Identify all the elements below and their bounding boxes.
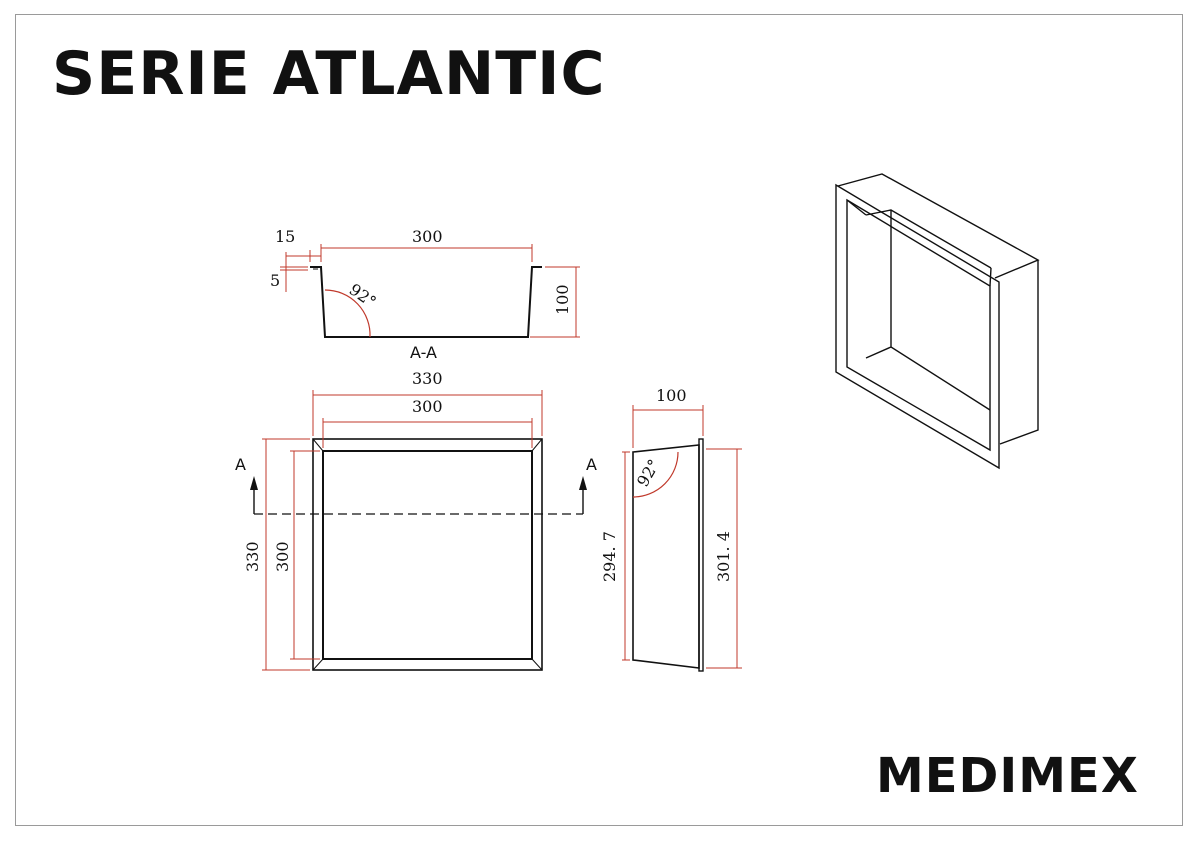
cut-marker-right: A [586, 455, 597, 474]
angle-label: 92° [633, 456, 664, 490]
iso-box-side [999, 260, 1039, 445]
cut-marker-left: A [235, 455, 246, 474]
side-view: 92° 100 294. 7 301. 4 [600, 386, 742, 672]
front-view: 330 300 330 300 A A [235, 369, 597, 671]
iso-recess [865, 209, 992, 411]
angle-label: 92° [346, 280, 380, 312]
iso-box-top [837, 173, 1040, 279]
angle-arc [324, 289, 371, 338]
inner-width-label: 300 [412, 397, 443, 416]
depth-label: 100 [553, 284, 572, 315]
outer-height-label: 330 [243, 541, 262, 572]
outer-frame [312, 438, 543, 671]
back-height-label: 294. 7 [600, 531, 619, 582]
side-depth-label: 100 [656, 386, 687, 405]
page-title: SERIE ATLANTIC [52, 39, 606, 109]
section-view: 92° 300 15 5 100 A-A [270, 227, 580, 362]
iso-flange-inner [846, 198, 991, 452]
angle-arc [632, 451, 679, 498]
isometric-view [835, 173, 1040, 470]
brand-logo: MEDIMEX [876, 748, 1139, 804]
cut-arrow-left [250, 476, 258, 490]
section-outline [310, 266, 542, 338]
flange-width-label: 15 [275, 227, 295, 246]
section-label: A-A [410, 343, 437, 362]
outer-width-label: 330 [412, 369, 443, 388]
inner-opening [322, 450, 533, 660]
cut-arrow-right [579, 476, 587, 490]
flange-depth-label: 5 [270, 271, 280, 290]
iso-flange-outer [835, 183, 1000, 470]
inner-height-label: 300 [273, 541, 292, 572]
inner-width-label: 300 [412, 227, 443, 246]
side-flange [698, 438, 704, 672]
page-frame [15, 14, 1183, 826]
front-height-label: 301. 4 [714, 531, 733, 582]
